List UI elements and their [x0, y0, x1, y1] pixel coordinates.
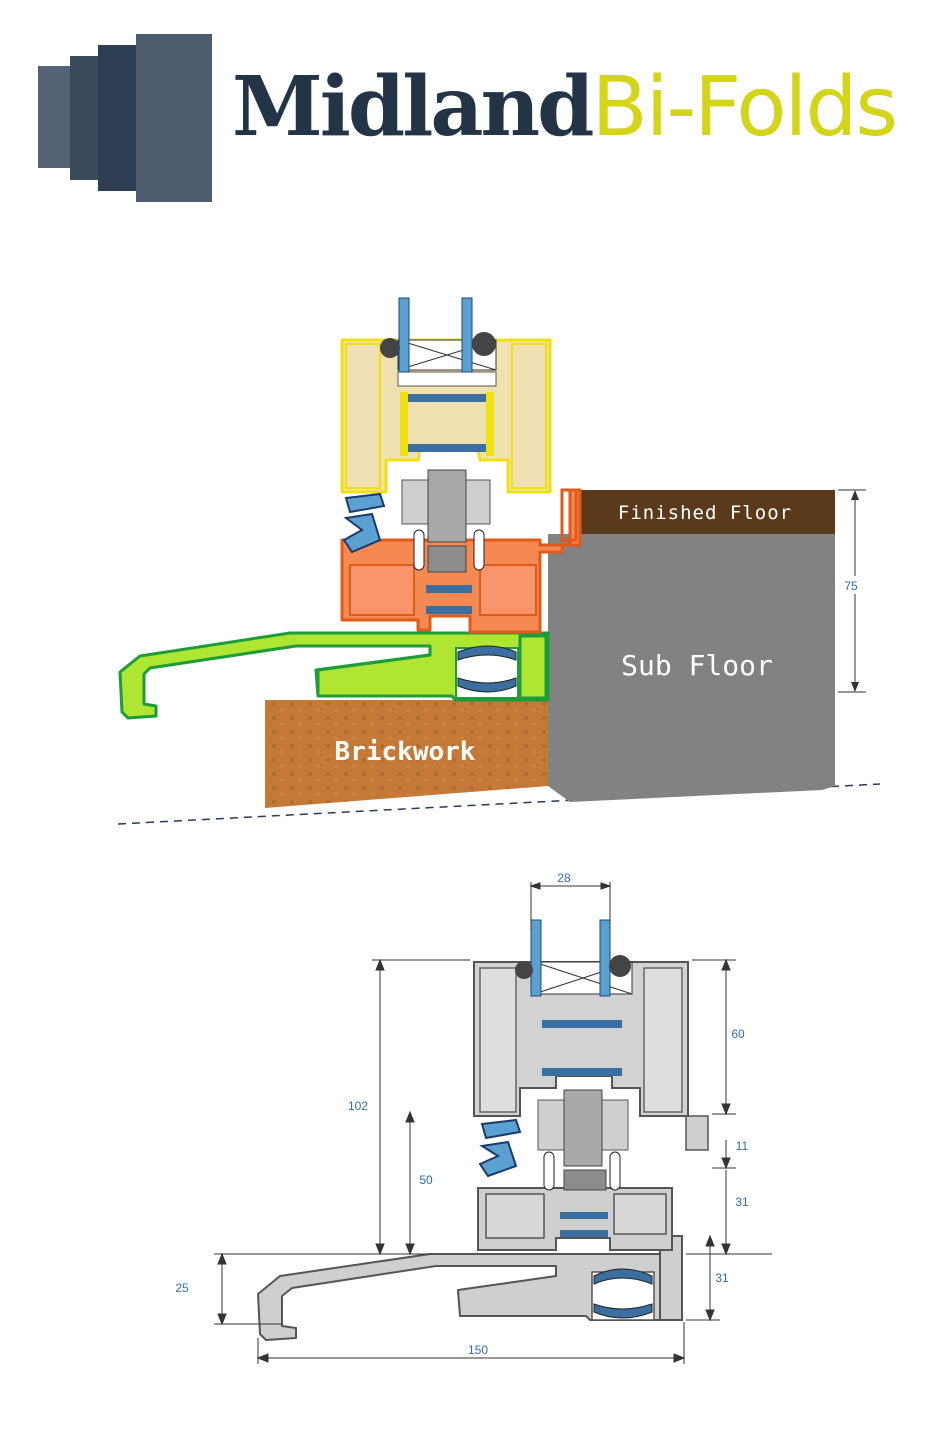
stacked-panels-logo-icon	[38, 34, 212, 202]
brickwork-label: Brickwork	[335, 737, 476, 767]
sub-floor-label: Sub Floor	[621, 649, 773, 682]
dimension-31-cill-label: 31	[715, 1271, 729, 1285]
dimension-150	[256, 1322, 686, 1364]
cill-profile	[118, 631, 550, 720]
brand-header: MidlandBi-Folds	[0, 0, 945, 230]
dimension-60	[692, 958, 736, 1116]
technical-hardware	[478, 1089, 629, 1191]
dimension-25	[214, 1252, 430, 1326]
dimension-25-label: 25	[175, 1281, 189, 1295]
dimension-150-label: 150	[468, 1343, 488, 1357]
dimension-102-label: 102	[348, 1099, 368, 1113]
dimension-102	[372, 958, 470, 1256]
dimension-75: 75	[838, 489, 868, 693]
finished-floor-label: Finished Floor	[618, 502, 792, 524]
dimension-28	[529, 882, 612, 930]
dimension-50-label: 50	[419, 1173, 433, 1187]
finished-floor-block	[578, 490, 835, 534]
technical-cill	[257, 1235, 683, 1341]
sub-floor-block	[548, 534, 835, 802]
glazing-units	[380, 297, 496, 373]
technical-sash	[473, 961, 689, 1117]
brand-name-part1: Midland	[232, 59, 594, 155]
dimension-60-label: 60	[731, 1027, 745, 1041]
technical-glazing	[515, 919, 631, 997]
hinge-hardware	[401, 469, 491, 573]
dimension-11	[712, 1113, 736, 1170]
svg-text:75: 75	[844, 579, 858, 593]
dimension-31-cill	[686, 1234, 720, 1322]
brand-wordmark: MidlandBi-Folds	[232, 66, 898, 149]
brand-name-part2: Bi-Folds	[591, 60, 899, 155]
weather-seal	[342, 492, 386, 554]
dimension-50	[405, 1110, 415, 1256]
dimension-31-frame-label: 31	[735, 1195, 749, 1209]
dimension-11-label: 11	[736, 1139, 749, 1153]
sash-profile	[340, 338, 552, 494]
dimension-28-label: 28	[557, 871, 571, 885]
cill-thermal-break	[455, 645, 519, 699]
technical-frame	[477, 1115, 709, 1251]
dimension-31-frame	[686, 1170, 772, 1256]
